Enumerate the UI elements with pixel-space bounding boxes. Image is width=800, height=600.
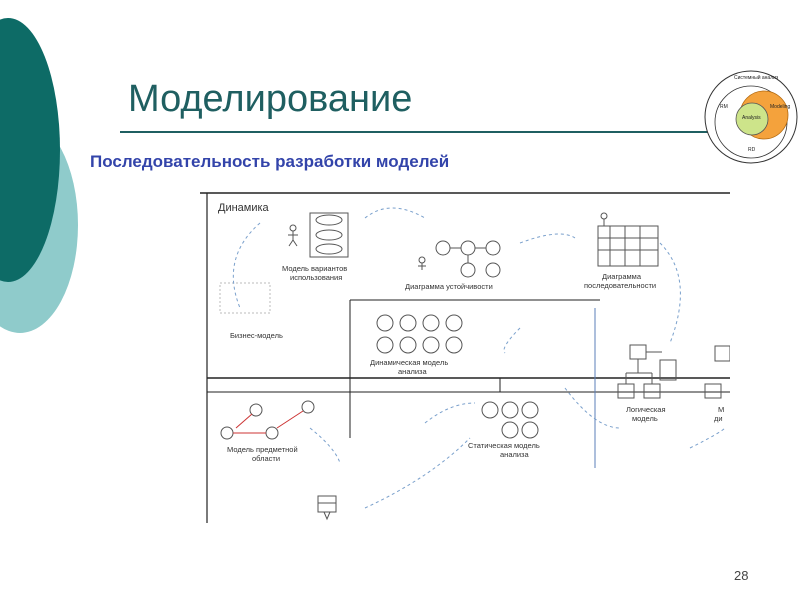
logical-model-label-2: модель xyxy=(632,414,658,423)
model-development-diagram: Динамика Модель вариантов использования … xyxy=(200,192,730,523)
logo-bottom-label: RD xyxy=(748,147,756,153)
bottom-class-icon xyxy=(317,495,337,521)
logo-center-label: Analysis xyxy=(742,115,761,121)
static-analysis-model-label-2: анализа xyxy=(500,450,529,459)
logo-right-label: Modeling xyxy=(770,104,791,110)
dynamic-analysis-model-label-2: анализа xyxy=(398,367,427,376)
domain-model-label-2: области xyxy=(252,454,280,463)
domain-model-label-1: Модель предметной xyxy=(227,445,298,454)
cutoff-model-icon xyxy=(704,345,730,399)
logo-left-label: RM xyxy=(720,104,728,110)
robustness-diagram-icon xyxy=(418,240,501,278)
slide-title: Моделирование xyxy=(128,78,413,120)
domain-model-icon xyxy=(220,400,315,440)
business-model-icon xyxy=(219,282,271,314)
cutoff-model-label-2: ди xyxy=(714,414,723,423)
static-analysis-model-label-1: Статическая модель xyxy=(468,441,540,450)
title-underline xyxy=(120,131,730,133)
sequence-diagram-label-2: последовательности xyxy=(584,281,656,290)
logical-model-icon xyxy=(617,344,677,399)
use-case-model-icon xyxy=(288,212,349,258)
use-case-model-label-1: Модель вариантов xyxy=(282,264,347,273)
use-case-model-label-2: использования xyxy=(290,273,342,282)
system-analysis-logo: Системный анализ RM Modeling Analysis RD xyxy=(704,70,798,164)
dynamic-analysis-model-icon xyxy=(376,314,463,354)
slide-subtitle: Последовательность разработки моделей xyxy=(90,152,450,171)
sequence-diagram-label-1: Диаграмма xyxy=(602,272,642,281)
logical-model-label-1: Логическая xyxy=(626,405,666,414)
static-analysis-model-icon xyxy=(481,401,539,439)
teal-dark-ellipse xyxy=(0,18,60,282)
sequence-diagram-icon xyxy=(597,212,659,267)
logo-top-label: Системный анализ xyxy=(734,74,779,81)
page-number: 28 xyxy=(734,568,749,583)
business-model-label: Бизнес-модель xyxy=(230,331,283,340)
robustness-diagram-label: Диаграмма устойчивости xyxy=(405,282,493,291)
decorative-teal-shapes xyxy=(0,18,78,333)
dynamic-analysis-model-label-1: Динамическая модель xyxy=(370,358,448,367)
cutoff-model-label-1: М xyxy=(718,405,724,414)
dynamics-header: Динамика xyxy=(218,202,270,214)
flow-arrows xyxy=(232,207,726,509)
